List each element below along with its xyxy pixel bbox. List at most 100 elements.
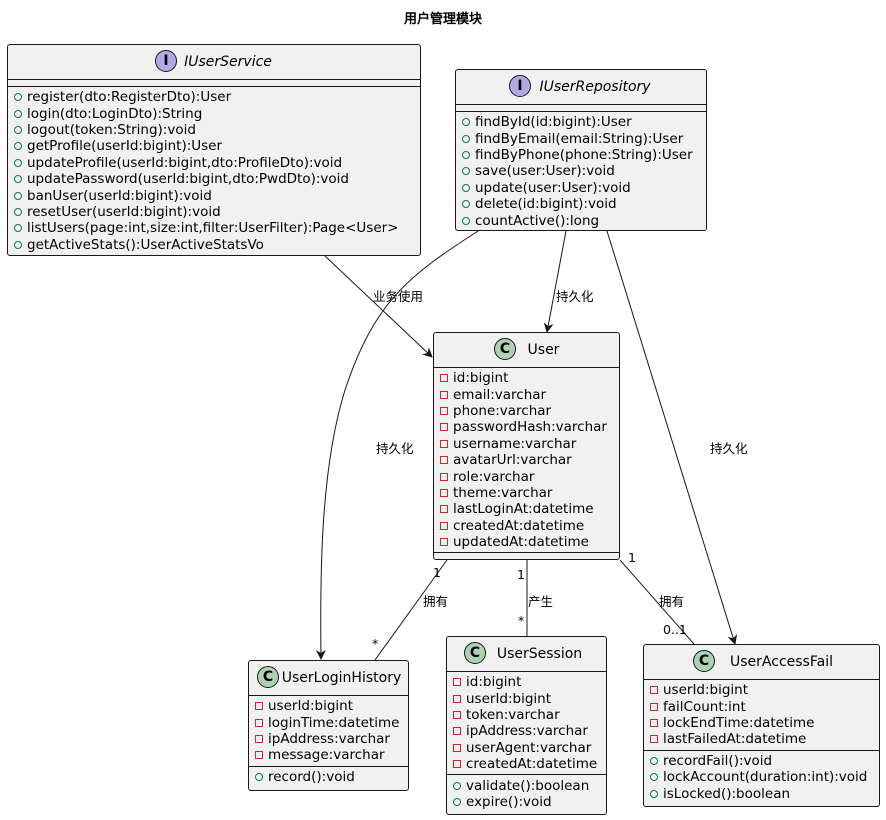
edge-label-service-user: 业务使用	[373, 289, 424, 304]
public-icon	[255, 772, 263, 781]
field-row: userAgent:varchar	[453, 740, 606, 756]
private-icon	[650, 702, 658, 711]
interface-badge-icon: I	[509, 75, 531, 97]
method-row: getProfile(userId:bigint):User	[14, 138, 420, 154]
field-row: userId:bigint	[650, 682, 879, 698]
iuserservice-interface[interactable]: I IUserService register(dto:RegisterDto)…	[7, 44, 421, 256]
method-row: login(dto:LoginDto):String	[14, 105, 420, 122]
public-icon	[14, 142, 22, 151]
method-row: isLocked():boolean	[650, 785, 879, 802]
class-name: UserSession	[496, 646, 583, 662]
public-icon	[14, 158, 22, 167]
private-icon	[440, 406, 448, 415]
edge-service-to-user	[324, 255, 433, 358]
edge-user-to-history	[374, 559, 448, 661]
public-icon	[14, 175, 22, 184]
method-row: banUser(userId:bigint):void	[14, 187, 420, 204]
private-icon	[440, 472, 448, 481]
edge-repo-to-user	[543, 230, 567, 333]
public-icon	[462, 118, 470, 127]
private-icon	[453, 760, 461, 769]
field-row: phone:varchar	[440, 403, 619, 419]
field-row: failCount:int	[650, 698, 879, 715]
usersession-class[interactable]: C UserSession id:bigint userId:bigint to…	[446, 636, 607, 815]
field-row: ipAddress:varchar	[453, 723, 606, 739]
edge-label-user-history: 拥有	[423, 594, 449, 609]
class-badge-icon: C	[257, 666, 279, 688]
methods-section: record():void	[249, 767, 408, 787]
private-icon	[453, 710, 461, 719]
methods-section	[434, 553, 619, 559]
private-icon	[255, 734, 263, 743]
class-badge-icon: C	[464, 642, 486, 664]
field-row: createdAt:datetime	[453, 756, 606, 772]
field-row: token:varchar	[453, 707, 606, 723]
methods-section: validate():boolean expire():void	[447, 775, 606, 812]
private-icon	[440, 488, 448, 497]
methods-section: recordFail():void lockAccount(duration:i…	[644, 751, 879, 804]
public-icon	[462, 183, 470, 192]
edge-label-user-fail: 拥有	[659, 594, 685, 609]
private-icon	[453, 694, 461, 703]
field-row: lockEndTime:datetime	[650, 715, 879, 731]
method-row: record():void	[255, 769, 408, 785]
class-name: User	[527, 342, 560, 358]
field-row: theme:varchar	[440, 485, 619, 501]
private-icon	[440, 374, 448, 383]
multiplicity-user-session-src: 1	[517, 567, 525, 582]
public-icon	[14, 125, 22, 134]
public-icon	[14, 224, 22, 233]
fields-section: id:bigint email:varchar phone:varchar pa…	[434, 368, 619, 554]
field-row: email:varchar	[440, 386, 619, 403]
multiplicity-user-session-dst: *	[518, 613, 525, 628]
method-row: updatePassword(userId:bigint,dto:PwdDto)…	[14, 171, 420, 187]
public-icon	[462, 167, 470, 176]
useraccessfail-class[interactable]: C UserAccessFail userId:bigint failCount…	[643, 644, 880, 807]
private-icon	[453, 678, 461, 687]
public-icon	[453, 797, 461, 806]
private-icon	[440, 521, 448, 530]
private-icon	[650, 735, 658, 744]
field-row: ipAddress:varchar	[255, 731, 408, 747]
interface-name: IUserService	[184, 54, 272, 70]
edge-label-repo-user: 持久化	[556, 289, 594, 304]
private-icon	[255, 718, 263, 727]
method-row: resetUser(userId:bigint):void	[14, 204, 420, 220]
private-icon	[453, 727, 461, 736]
method-row: update(user:User):void	[462, 180, 706, 196]
method-row: findByPhone(phone:String):User	[462, 147, 706, 163]
public-icon	[650, 756, 658, 765]
fields-section: userId:bigint loginTime:datetime ipAddre…	[249, 696, 408, 767]
method-row: validate():boolean	[453, 777, 606, 794]
class-badge-icon: C	[693, 650, 715, 672]
method-row: countActive():long	[462, 212, 706, 229]
private-icon	[440, 456, 448, 465]
method-row: save(user:User):void	[462, 163, 706, 179]
field-row: passwordHash:varchar	[440, 419, 619, 435]
fields-section: id:bigint userId:bigint token:varchar ip…	[447, 672, 606, 776]
method-row: findByEmail(email:String):User	[462, 130, 706, 147]
user-class[interactable]: C User id:bigint email:varchar phone:var…	[433, 332, 620, 560]
interface-badge-icon: I	[155, 50, 177, 72]
methods-section: findById(id:bigint):User findByEmail(ema…	[456, 112, 706, 231]
public-icon	[462, 150, 470, 159]
field-row: username:varchar	[440, 436, 619, 452]
field-row: userId:bigint	[255, 698, 408, 714]
field-row: id:bigint	[440, 370, 619, 386]
userloginhistory-class[interactable]: C UserLoginHistory userId:bigint loginTi…	[248, 660, 409, 791]
public-icon	[14, 93, 22, 102]
methods-section: register(dto:RegisterDto):User login(dto…	[8, 87, 420, 255]
private-icon	[255, 751, 263, 760]
edge-label-user-session: 产生	[528, 594, 554, 609]
class-badge-icon: C	[494, 338, 516, 360]
public-icon	[462, 200, 470, 209]
iuserrepository-interface[interactable]: I IUserRepository findById(id:bigint):Us…	[455, 69, 707, 231]
method-row: recordFail():void	[650, 753, 879, 769]
private-icon	[440, 390, 448, 399]
private-icon	[650, 718, 658, 727]
method-row: getActiveStats():UserActiveStatsVo	[14, 237, 420, 253]
field-row: message:varchar	[255, 747, 408, 763]
public-icon	[650, 773, 658, 782]
public-icon	[462, 134, 470, 143]
